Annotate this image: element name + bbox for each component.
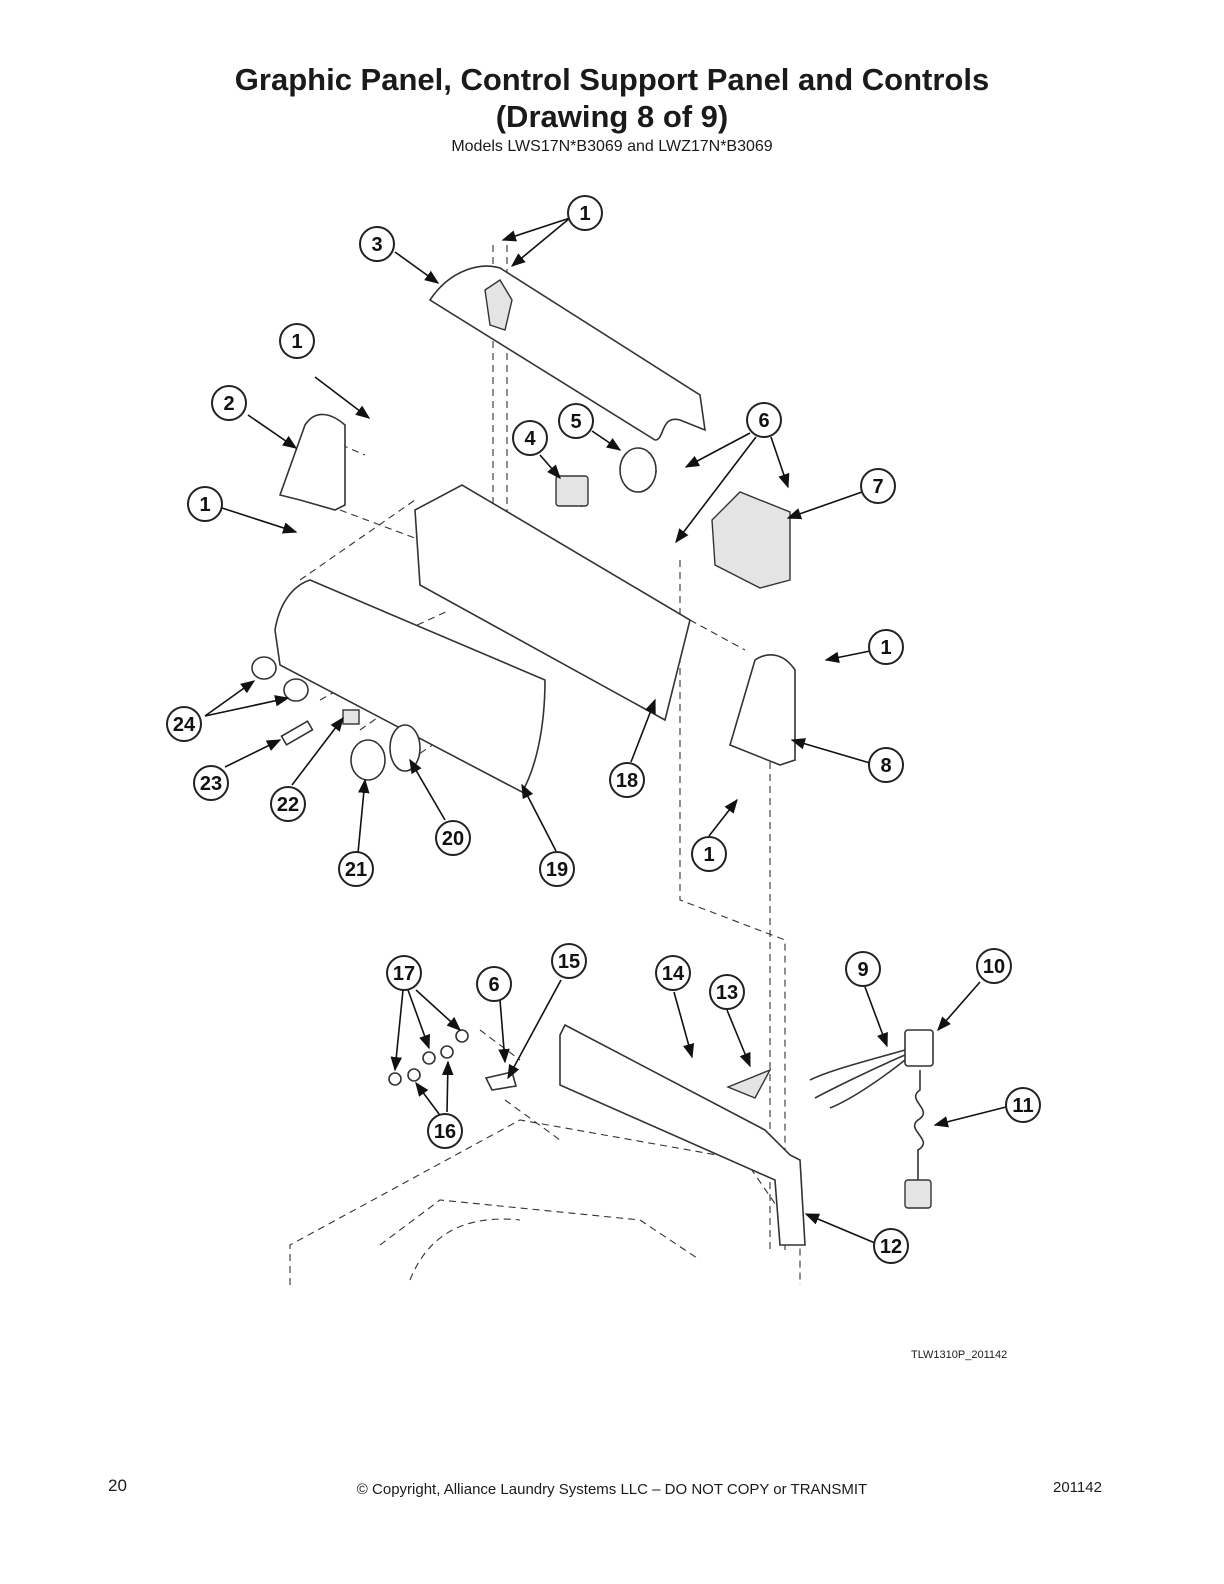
svg-text:8: 8 xyxy=(880,755,891,777)
callout-3: 3 xyxy=(359,226,395,262)
callout-14: 14 xyxy=(655,955,691,991)
svg-text:16: 16 xyxy=(434,1121,456,1143)
svg-text:20: 20 xyxy=(442,828,464,850)
callout-11: 11 xyxy=(1005,1087,1041,1123)
svg-text:19: 19 xyxy=(546,859,568,881)
callout-6-lower: 6 xyxy=(476,966,512,1002)
drawing-code: TLW1310P_201142 xyxy=(911,1349,1008,1361)
graphic-panel-part-19 xyxy=(274,579,546,794)
svg-text:14: 14 xyxy=(662,963,685,985)
svg-text:7: 7 xyxy=(872,476,883,498)
svg-text:11: 11 xyxy=(1012,1095,1033,1117)
nut-part-16a xyxy=(407,1068,421,1082)
svg-text:21: 21 xyxy=(345,859,367,881)
warning-label-part-13 xyxy=(726,1068,772,1099)
nut-part-17c xyxy=(455,1029,469,1043)
copyright-notice: © Copyright, Alliance Laundry Systems LL… xyxy=(356,1481,868,1498)
callout-13: 13 xyxy=(709,974,745,1010)
document-code: 201142 xyxy=(1053,1479,1102,1496)
callout-22: 22 xyxy=(270,786,306,822)
callout-24: 24 xyxy=(166,706,202,742)
svg-text:3: 3 xyxy=(371,234,382,256)
callout-1-left-lower: 1 xyxy=(187,486,223,522)
callout-18: 18 xyxy=(609,762,645,798)
callout-1-left-upper: 1 xyxy=(279,323,315,359)
clip-part-15 xyxy=(484,1071,518,1091)
knob-part-24a xyxy=(251,656,277,680)
console-panel-part-18 xyxy=(414,484,691,722)
svg-text:18: 18 xyxy=(616,770,638,792)
top-cover-part-3 xyxy=(428,265,706,441)
callout-4: 4 xyxy=(512,420,548,456)
callout-1-top: 1 xyxy=(567,195,603,231)
svg-text:13: 13 xyxy=(716,982,738,1004)
svg-text:1: 1 xyxy=(291,331,302,353)
callout-2: 2 xyxy=(211,385,247,421)
right-end-cap-part-8 xyxy=(729,654,796,766)
svg-text:12: 12 xyxy=(880,1236,902,1258)
svg-text:17: 17 xyxy=(393,963,415,985)
svg-text:6: 6 xyxy=(758,410,769,432)
left-end-cap-part-2 xyxy=(278,413,346,511)
svg-text:6: 6 xyxy=(488,974,499,996)
plug-part-11 xyxy=(904,1179,932,1209)
svg-text:1: 1 xyxy=(199,494,210,516)
dial-skirt-part-20 xyxy=(389,724,421,772)
leader-lines xyxy=(204,217,1007,1244)
svg-text:2: 2 xyxy=(223,393,234,415)
switch-part-4 xyxy=(555,475,589,507)
callout-5: 5 xyxy=(558,403,594,439)
callout-17: 17 xyxy=(386,955,422,991)
callout-1-bottom: 1 xyxy=(691,836,727,872)
svg-text:22: 22 xyxy=(277,794,299,816)
shaft-part-23 xyxy=(280,720,314,746)
wire-harness-part-9 xyxy=(809,1049,906,1109)
callout-7: 7 xyxy=(860,468,896,504)
page-title: Graphic Panel, Control Support Panel and… xyxy=(234,62,990,97)
callout-19: 19 xyxy=(539,851,575,887)
svg-text:5: 5 xyxy=(570,411,581,433)
control-support-part-12 xyxy=(559,1023,806,1246)
svg-text:24: 24 xyxy=(173,714,196,736)
callout-9: 9 xyxy=(845,951,881,987)
svg-text:23: 23 xyxy=(200,773,222,795)
callout-16: 16 xyxy=(427,1113,463,1149)
svg-text:4: 4 xyxy=(524,428,536,450)
nut-part-17b xyxy=(422,1051,436,1065)
knob-part-24b xyxy=(283,678,309,702)
callout-10: 10 xyxy=(976,948,1012,984)
nut-part-16b xyxy=(440,1045,454,1059)
page-title-drawing-number: (Drawing 8 of 9) xyxy=(495,99,729,134)
knob-part-21 xyxy=(350,739,386,781)
callout-23: 23 xyxy=(193,765,229,801)
callout-1-right: 1 xyxy=(868,629,904,665)
svg-text:10: 10 xyxy=(983,956,1005,978)
svg-text:1: 1 xyxy=(579,203,590,225)
nut-part-17a xyxy=(388,1072,402,1086)
power-cord-part-11 xyxy=(913,1070,925,1180)
button-part-22 xyxy=(342,709,360,725)
svg-text:15: 15 xyxy=(558,951,580,973)
svg-text:1: 1 xyxy=(880,637,891,659)
callout-20: 20 xyxy=(435,820,471,856)
svg-text:9: 9 xyxy=(857,959,868,981)
callout-8: 8 xyxy=(868,747,904,783)
svg-text:1: 1 xyxy=(703,844,714,866)
callout-21: 21 xyxy=(338,851,374,887)
knob-switch-part-5 xyxy=(619,447,657,493)
terminal-block-part-10 xyxy=(904,1029,934,1067)
callout-12: 12 xyxy=(873,1228,909,1264)
callout-6-upper: 6 xyxy=(746,402,782,438)
models-subtitle: Models LWS17N*B3069 and LWZ17N*B3069 xyxy=(451,138,773,155)
callout-15: 15 xyxy=(551,943,587,979)
timer-part-7 xyxy=(711,491,791,589)
page-number: 20 xyxy=(108,1476,127,1495)
